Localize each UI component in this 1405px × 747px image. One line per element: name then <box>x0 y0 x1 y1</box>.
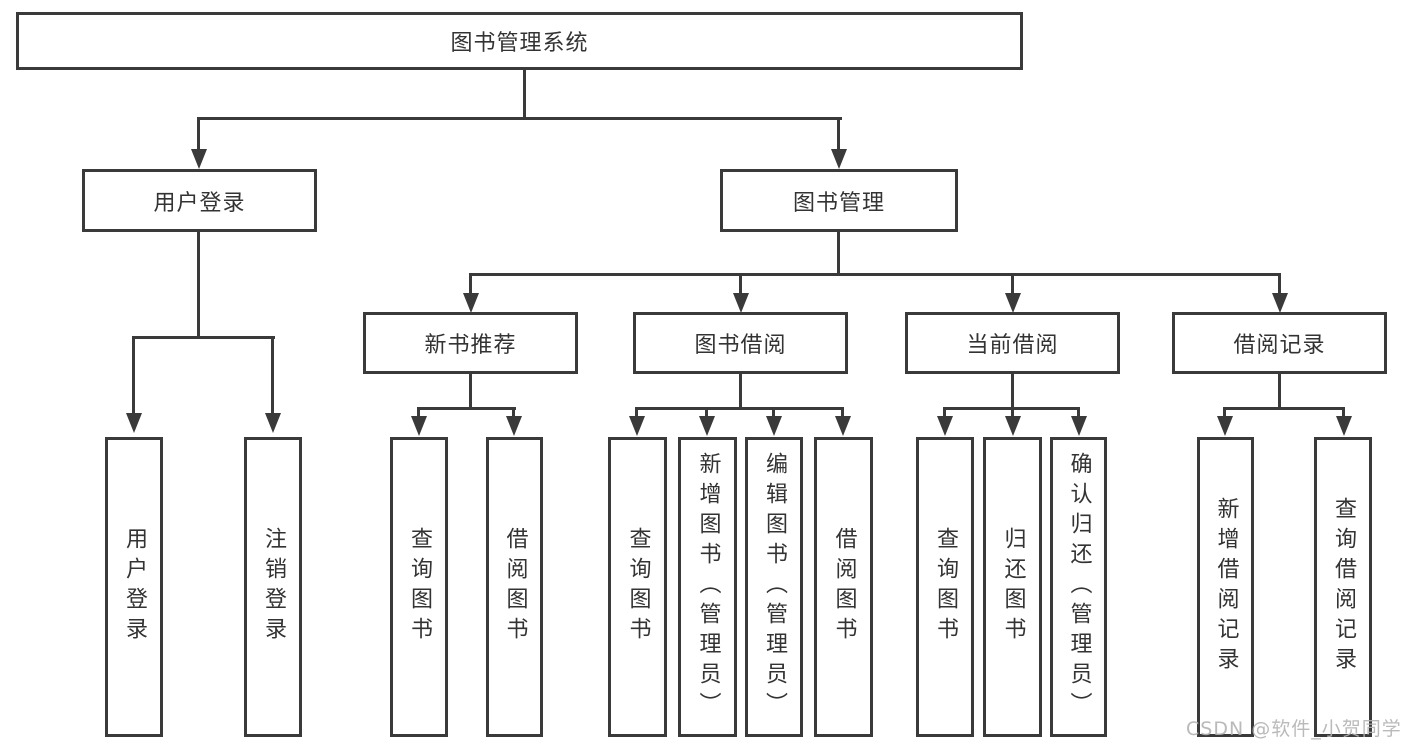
connector-recommend-bar <box>417 407 516 410</box>
connector-level2-bar <box>197 117 842 120</box>
connector-arrow-line-user-login <box>197 118 200 152</box>
node-query-books: 查询图书 <box>916 437 974 737</box>
connector-arrow-line-login-leaf <box>132 336 135 414</box>
connector-user-login-bar <box>132 336 275 339</box>
connector-current-stem <box>1011 374 1014 410</box>
watermark-csdn: CSDN @软件_小贺同学 <box>1186 718 1402 740</box>
connector-arrow-line <box>417 407 420 418</box>
connector-root-stem <box>523 70 526 119</box>
arrowhead-query-books <box>411 416 427 436</box>
arrowhead-borrow-books <box>506 416 522 436</box>
connector-arrow-line-records <box>1278 273 1281 294</box>
connector-borrow-bar <box>635 407 844 410</box>
node-query-books: 查询图书 <box>390 437 448 737</box>
connector-book-management-stem <box>837 232 840 275</box>
node-query-books: 查询图书 <box>608 437 667 737</box>
arrowhead-add-books <box>699 416 715 436</box>
arrowhead-add-record <box>1217 416 1233 436</box>
arrowhead-current <box>1005 293 1021 313</box>
arrowhead-records <box>1272 293 1288 313</box>
connector-records-bar <box>1223 407 1345 410</box>
node-borrow-records: 借阅记录 <box>1172 312 1387 374</box>
arrowhead-user-login <box>191 149 207 169</box>
connector-arrow-line <box>1223 407 1226 418</box>
node-edit-books-admin: 编辑图书（管理员） <box>745 437 803 737</box>
connector-borrow-stem <box>739 374 742 410</box>
node-user-login-leaf: 用户登录 <box>105 437 163 737</box>
node-current-borrow: 当前借阅 <box>905 312 1120 374</box>
node-book-management: 图书管理 <box>720 169 958 232</box>
arrowhead-query-books <box>937 416 953 436</box>
node-borrow-books: 借阅图书 <box>814 437 873 737</box>
node-new-book-recommend: 新书推荐 <box>363 312 578 374</box>
connector-arrow-line <box>512 407 515 418</box>
node-confirm-return-admin: 确认归还（管理员） <box>1050 437 1107 737</box>
connector-arrow-line <box>1011 407 1014 418</box>
connector-arrow-line-logout-leaf <box>271 336 274 414</box>
connector-arrow-line-borrow <box>739 273 742 294</box>
connector-level3-bar <box>469 273 1281 276</box>
arrowhead-login-leaf <box>126 413 142 433</box>
node-add-books-admin: 新增图书（管理员） <box>678 437 737 737</box>
connector-recommend-stem <box>469 374 472 410</box>
connector-arrow-line <box>635 407 638 418</box>
connector-arrow-line <box>1342 407 1345 418</box>
connector-arrow-line <box>943 407 946 418</box>
connector-records-stem <box>1278 374 1281 410</box>
connector-user-login-stem <box>197 232 200 339</box>
arrowhead-logout-leaf <box>265 413 281 433</box>
arrowhead-borrow <box>733 293 749 313</box>
node-user-login: 用户登录 <box>82 169 317 232</box>
node-book-borrow: 图书借阅 <box>633 312 848 374</box>
arrowhead-confirm-return <box>1071 416 1087 436</box>
node-logout-leaf: 注销登录 <box>244 437 302 737</box>
connector-arrow-line <box>705 407 708 418</box>
arrowhead-return-books <box>1005 416 1021 436</box>
arrowhead-edit-books <box>766 416 782 436</box>
connector-arrow-line-current <box>1011 273 1014 294</box>
node-borrow-books: 借阅图书 <box>486 437 543 737</box>
node-library-management-system: 图书管理系统 <box>16 12 1023 70</box>
arrowhead-recommend <box>463 293 479 313</box>
connector-arrow-line <box>841 407 844 418</box>
connector-arrow-line-recommend <box>469 273 472 294</box>
arrowhead-borrow-books <box>835 416 851 436</box>
arrowhead-query-books <box>629 416 645 436</box>
node-return-books: 归还图书 <box>983 437 1042 737</box>
node-add-borrow-record: 新增借阅记录 <box>1197 437 1254 737</box>
arrowhead-query-record <box>1336 416 1352 436</box>
node-query-borrow-record: 查询借阅记录 <box>1314 437 1372 737</box>
connector-arrow-line <box>772 407 775 418</box>
arrowhead-book-management <box>831 149 847 169</box>
connector-arrow-line <box>1077 407 1080 418</box>
connector-arrow-line-book-management <box>837 118 840 152</box>
